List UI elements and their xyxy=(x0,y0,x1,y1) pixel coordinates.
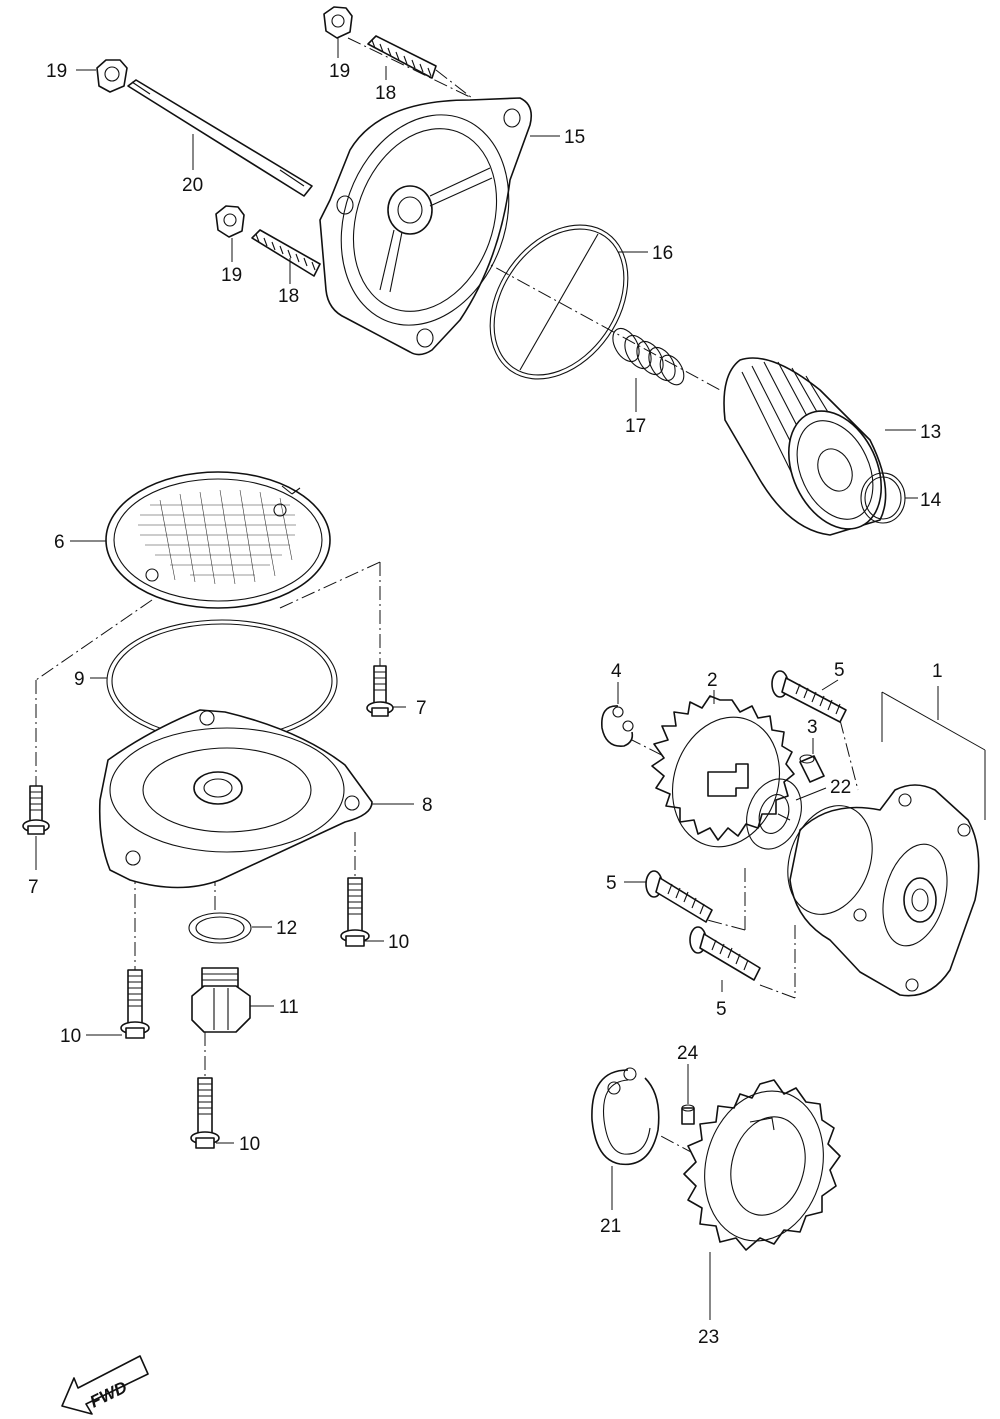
o-ring-16 xyxy=(489,224,629,380)
callout-14: 14 xyxy=(920,490,942,511)
callout-18: 18 xyxy=(375,83,396,104)
callout-23: 23 xyxy=(698,1327,719,1348)
nut-19-b xyxy=(323,6,353,39)
strainer-cover-8 xyxy=(98,709,373,889)
drain-plug-11 xyxy=(191,967,251,1033)
assembly-bracket-1 xyxy=(881,686,986,820)
callout-9: 9 xyxy=(74,669,85,690)
bolt-10-a xyxy=(340,877,370,947)
leader-lines xyxy=(35,38,918,1320)
filter-cover-15 xyxy=(319,97,533,356)
callout-24: 24 xyxy=(677,1043,699,1064)
stud-18-b xyxy=(251,229,321,277)
fwd-direction-arrow: FWD xyxy=(61,1355,149,1415)
callout-8: 8 xyxy=(422,795,433,816)
callout-10: 10 xyxy=(239,1134,260,1155)
callout-5: 5 xyxy=(834,660,845,681)
callout-7: 7 xyxy=(28,877,39,898)
callout-10: 10 xyxy=(388,932,409,953)
screw-5-c xyxy=(689,926,761,981)
callout-5: 5 xyxy=(606,873,617,894)
screw-5-a xyxy=(771,670,847,723)
dowel-pin-3 xyxy=(799,754,825,783)
bolt-10-b xyxy=(120,969,150,1039)
pin-24 xyxy=(681,1104,695,1125)
callout-1: 1 xyxy=(932,661,943,682)
callout-19: 19 xyxy=(329,61,350,82)
callout-4: 4 xyxy=(611,661,622,682)
callout-20: 20 xyxy=(182,175,203,196)
gear-23 xyxy=(683,1079,841,1251)
callout-19: 19 xyxy=(221,265,242,286)
callout-16: 16 xyxy=(652,243,673,264)
callout-22: 22 xyxy=(830,777,851,798)
callout-6: 6 xyxy=(54,532,65,553)
callout-7: 7 xyxy=(416,698,427,719)
callout-21: 21 xyxy=(600,1216,621,1237)
circlip-21 xyxy=(591,1067,660,1166)
bolt-10-c xyxy=(190,1077,220,1149)
nut-19-a xyxy=(96,59,128,93)
washer-22 xyxy=(746,778,802,850)
callout-13: 13 xyxy=(920,422,941,443)
nut-19-c xyxy=(215,205,245,238)
oil-pump-1 xyxy=(787,784,980,997)
bolt-7-b xyxy=(22,785,50,835)
callout-11: 11 xyxy=(279,997,299,1018)
stud-18-a xyxy=(367,35,437,79)
oil-filter-13 xyxy=(723,357,887,536)
strainer-screen-6 xyxy=(105,471,331,609)
callout-19: 19 xyxy=(46,61,67,82)
bolt-7-a xyxy=(366,665,394,717)
washer-12 xyxy=(188,912,252,944)
stud-bolt-20 xyxy=(127,79,313,197)
callout-18: 18 xyxy=(278,286,299,307)
callout-12: 12 xyxy=(276,918,297,939)
callout-17: 17 xyxy=(625,416,646,437)
spring-17 xyxy=(612,327,685,386)
circlip-4 xyxy=(601,705,634,747)
callout-labels: 19 19 18 20 15 19 18 16 17 13 14 6 9 7 8… xyxy=(28,61,943,1348)
callout-5: 5 xyxy=(716,999,727,1020)
callout-15: 15 xyxy=(564,127,585,148)
gear-2 xyxy=(651,695,795,848)
callout-2: 2 xyxy=(707,670,718,691)
callout-10: 10 xyxy=(60,1026,81,1047)
screw-5-b xyxy=(645,870,713,923)
callout-3: 3 xyxy=(807,717,818,738)
